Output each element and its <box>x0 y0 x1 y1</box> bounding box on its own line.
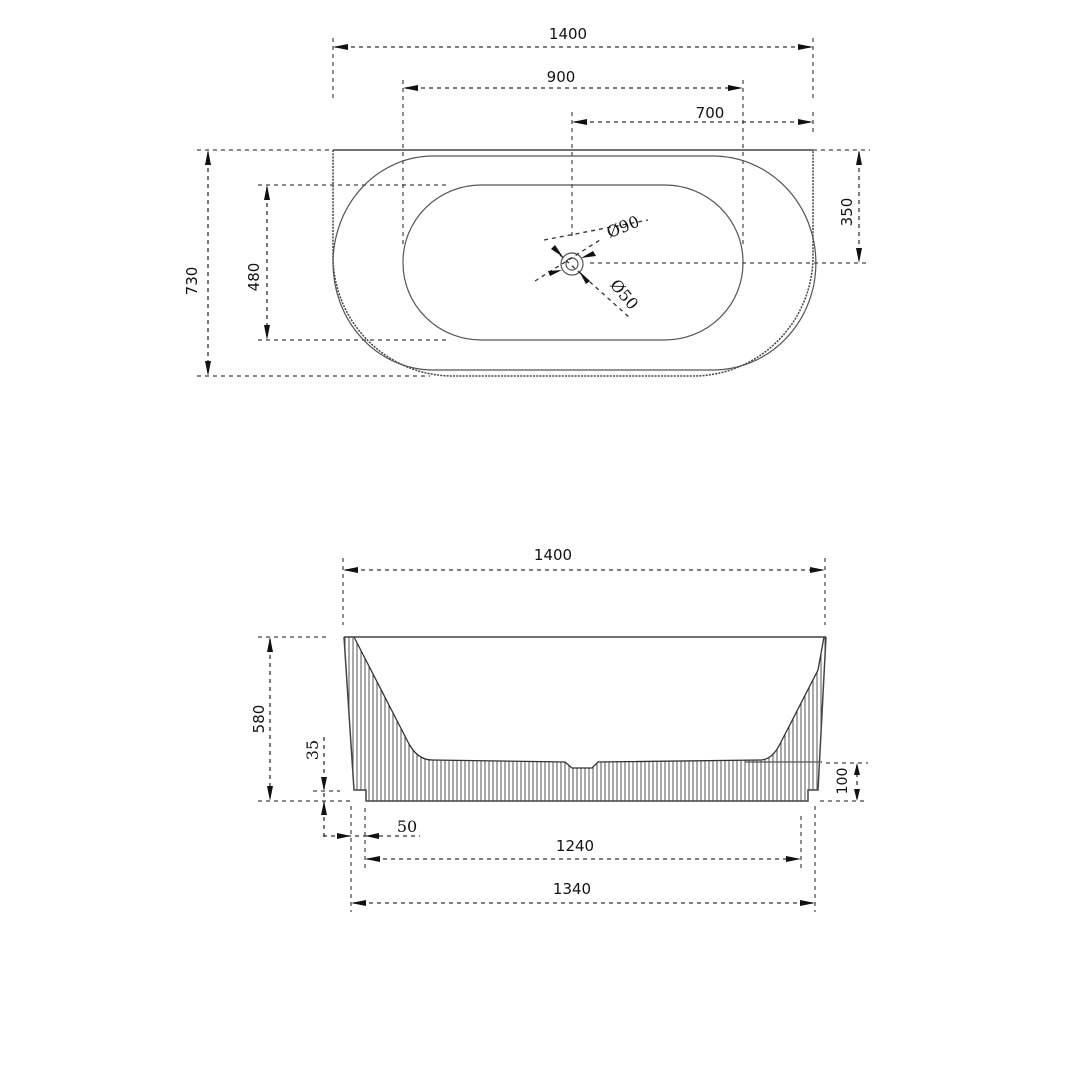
dim-label-drain-inner-diameter: Ø50 <box>606 276 642 314</box>
dim-label-basin-width: 480 <box>245 263 263 292</box>
dim-label-side-height: 580 <box>250 705 268 734</box>
inner-basin-profile <box>353 636 825 769</box>
dim-label-lower-length: 1340 <box>553 880 591 898</box>
elevation-view: 1400 580 35 50 1240 <box>250 546 868 912</box>
dim-label-drain-outer-diameter: Ø90 <box>604 212 642 242</box>
tub-rim <box>332 155 817 371</box>
dim-label-overall-width: 730 <box>183 267 201 296</box>
drain-inner <box>565 257 579 271</box>
dim-label-overall-length: 1400 <box>549 25 587 43</box>
dim-label-basin-length: 900 <box>547 68 576 86</box>
dim-label-floor-height: 100 <box>835 768 851 795</box>
drain-outer <box>560 252 584 276</box>
dim-label-base-length: 1240 <box>556 837 594 855</box>
plan-view: 1400 900 700 730 480 350 <box>183 25 870 377</box>
fluted-outer-edge <box>332 150 814 377</box>
dim-label-drain-to-end: 700 <box>696 104 725 122</box>
inner-basin <box>402 184 744 341</box>
outer-profile <box>343 636 827 802</box>
dim-label-side-overall-length: 1400 <box>534 546 572 564</box>
dim-label-plinth-inset: 50 <box>397 817 417 836</box>
dim-label-plinth-height: 35 <box>303 740 322 760</box>
dia-leader <box>534 239 601 282</box>
dim-label-wall-to-drain: 350 <box>838 198 856 227</box>
dia90-leader <box>543 219 649 241</box>
